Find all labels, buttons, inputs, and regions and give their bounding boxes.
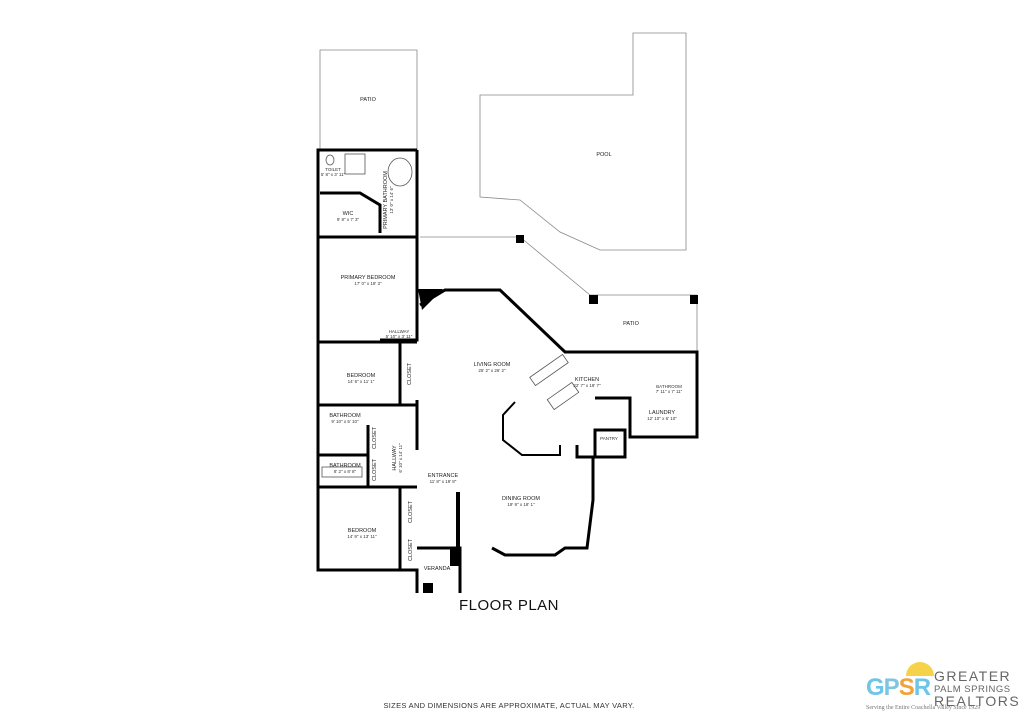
bathtub <box>387 157 413 187</box>
patio-top-outline <box>319 49 418 150</box>
wall <box>380 237 419 342</box>
room-dims: 22' 7" x 18' 7" <box>573 383 601 388</box>
room-dims: 5' 10" x 3' 11" <box>386 334 413 339</box>
room-label: PATIO <box>360 97 376 103</box>
column <box>690 295 698 304</box>
kitchen-island-counter <box>502 401 561 456</box>
room-dims: 5' 8" x 3' 11" <box>321 172 346 177</box>
room-label: HALLWAY <box>389 329 410 334</box>
logo-line2: PALM SPRINGS <box>934 684 1011 695</box>
room-label: CLOSET <box>372 458 378 481</box>
toilet-fixture <box>325 154 335 166</box>
room-label: BATHROOM <box>329 463 361 469</box>
column <box>423 583 433 593</box>
wic-walls <box>320 191 382 233</box>
room-dims: 12' 10" x 6' 10" <box>647 416 677 421</box>
room-dims: 8' 2" x 8' 8" <box>334 469 357 474</box>
room-dims: 17' 0" x 19' 3" <box>354 281 382 286</box>
room-dims: 6' 10" x 14' 11" <box>398 443 403 473</box>
fireplace <box>418 289 443 310</box>
pool-outline <box>479 32 687 251</box>
kitchen-island <box>546 381 580 411</box>
column <box>516 235 524 243</box>
room-dims: 13' 0" x 14' 6" <box>389 186 394 214</box>
counter <box>529 353 569 387</box>
logo-line3: REALTORS® <box>934 693 1018 709</box>
column <box>589 295 598 304</box>
room-dims: 9' 10" x 5' 10" <box>331 419 359 424</box>
room-label: BATHROOM <box>329 413 361 419</box>
shower <box>344 153 366 175</box>
gpsr-logo: GPSR GREATER PALM SPRINGS REALTORS® Serv… <box>856 660 1018 716</box>
column <box>450 548 460 566</box>
sun-icon <box>906 662 934 676</box>
room-label: WIC <box>343 211 354 217</box>
living-north-walls <box>419 288 699 439</box>
room-label: PATIO <box>623 321 639 327</box>
logo-letters: GPSR <box>866 674 931 701</box>
room-label: KITCHEN <box>575 377 599 383</box>
room-dims: 9' 8" x 7' 3" <box>337 217 360 222</box>
room-label: LAUNDRY <box>649 410 676 416</box>
room-label: HALLWAY <box>392 445 398 471</box>
room-dims: 7' 11" x 7' 11" <box>656 389 683 394</box>
room-label: POOL <box>596 152 611 158</box>
room-label: BEDROOM <box>348 528 377 534</box>
room-dims: 25' 2" x 26' 2" <box>478 368 506 373</box>
room-label: DINING ROOM <box>502 496 540 502</box>
room-dims: 19' 9" x 18' 1" <box>507 502 535 507</box>
room-label: CLOSET <box>408 500 414 523</box>
room-label: VERANDA <box>424 566 451 572</box>
pantry-walls <box>491 428 627 557</box>
disclaimer: SIZES AND DIMENSIONS ARE APPROXIMATE, AC… <box>383 701 635 710</box>
room-label: PANTRY <box>600 436 618 441</box>
room-dims: 14' 9" x 13' 11" <box>347 534 377 539</box>
room-dims: 14' 6" x 11' 1" <box>348 379 375 384</box>
logo-tagline: Serving the Entire Coachella Valley Sinc… <box>866 705 981 711</box>
room-label: CLOSET <box>408 538 414 561</box>
room-label: CLOSET <box>372 426 378 449</box>
room-label: PRIMARY BATHROOM <box>383 171 389 229</box>
room-label: BEDROOM <box>347 373 376 379</box>
room-label: TOILET <box>325 167 341 172</box>
patio-right-outline <box>420 236 698 355</box>
room-label: LIVING ROOM <box>474 362 511 368</box>
room-label: CLOSET <box>407 362 413 385</box>
bathtub <box>321 466 363 478</box>
logo-line1: GREATER <box>934 668 1012 684</box>
room-label: PRIMARY BEDROOM <box>341 275 396 281</box>
room-label: BATHROOM <box>656 384 682 389</box>
room-dims: 11' 8" x 19' 8" <box>430 479 457 484</box>
room-label: ENTRANCE <box>428 473 459 479</box>
bedroom-wing-walls <box>316 148 419 593</box>
page-title: FLOOR PLAN <box>458 597 560 614</box>
